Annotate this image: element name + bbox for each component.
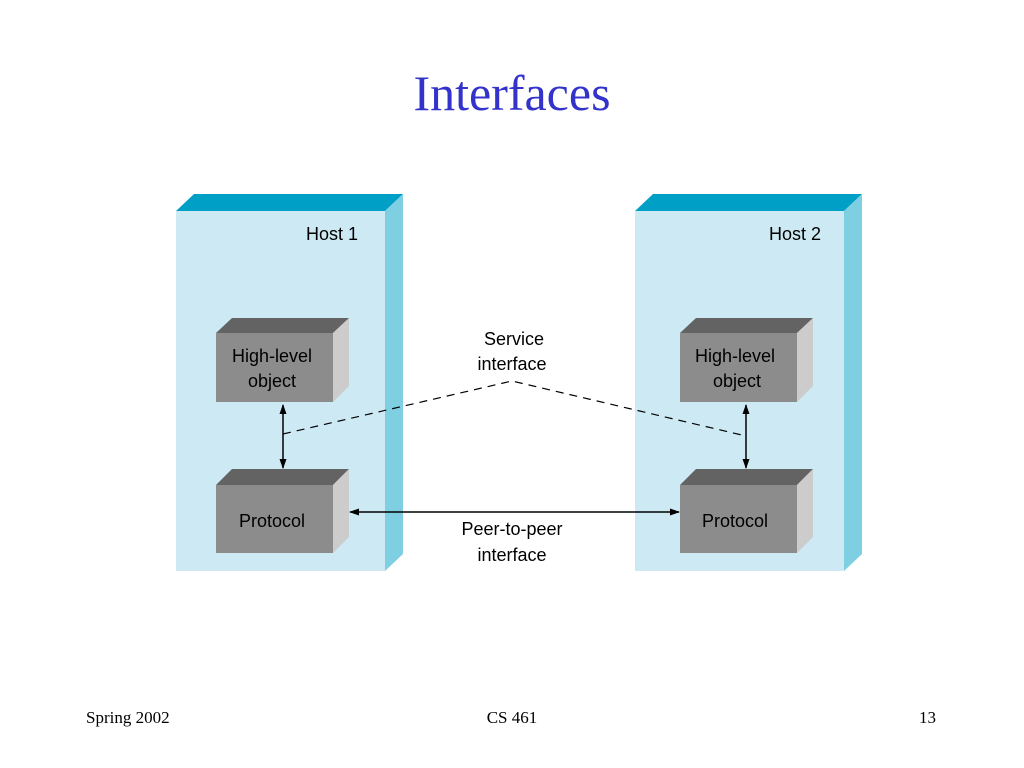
high-level-object-1-face (216, 333, 333, 402)
protocol-box-1: Protocol (216, 469, 349, 553)
footer-course: CS 461 (486, 708, 538, 727)
host-2-container: Host 2 High-level object Protocol (635, 194, 862, 571)
protocol-box-2-top (680, 469, 813, 485)
host-1-label: Host 1 (306, 224, 358, 244)
protocol-box-2: Protocol (680, 469, 813, 553)
protocol-box-1-side (333, 469, 349, 553)
high-level-object-2-side (797, 318, 813, 402)
slide-title: Interfaces (413, 65, 611, 121)
service-interface-label-line2: interface (477, 354, 546, 374)
host-1-top (176, 194, 403, 211)
host-1-side (385, 194, 403, 571)
protocol-box-1-label: Protocol (239, 511, 305, 531)
high-level-object-2-top (680, 318, 813, 333)
protocol-box-2-side (797, 469, 813, 553)
protocol-box-1-top (216, 469, 349, 485)
high-level-object-1-top (216, 318, 349, 333)
high-level-object-1-side (333, 318, 349, 402)
service-interface-dashed-line (282, 380, 747, 437)
peer-interface-label-line1: Peer-to-peer (461, 519, 562, 539)
footer-date: Spring 2002 (86, 708, 170, 727)
peer-interface-label-line2: interface (477, 545, 546, 565)
high-level-object-1: High-level object (216, 318, 349, 402)
high-level-object-2: High-level object (680, 318, 813, 402)
high-level-object-2-label-line1: High-level (695, 346, 775, 366)
protocol-box-2-label: Protocol (702, 511, 768, 531)
high-level-object-1-label-line1: High-level (232, 346, 312, 366)
high-level-object-2-label-line2: object (713, 371, 761, 391)
host-2-side (844, 194, 862, 571)
host-2-top (635, 194, 862, 211)
high-level-object-2-face (680, 333, 797, 402)
protocol-box-2-face (680, 485, 797, 553)
high-level-object-1-label-line2: object (248, 371, 296, 391)
host-2-label: Host 2 (769, 224, 821, 244)
protocol-box-1-face (216, 485, 333, 553)
host-1-container: Host 1 High-level object Protocol (176, 194, 403, 571)
footer-page-number: 13 (919, 708, 936, 727)
service-interface-label-line1: Service (484, 329, 544, 349)
